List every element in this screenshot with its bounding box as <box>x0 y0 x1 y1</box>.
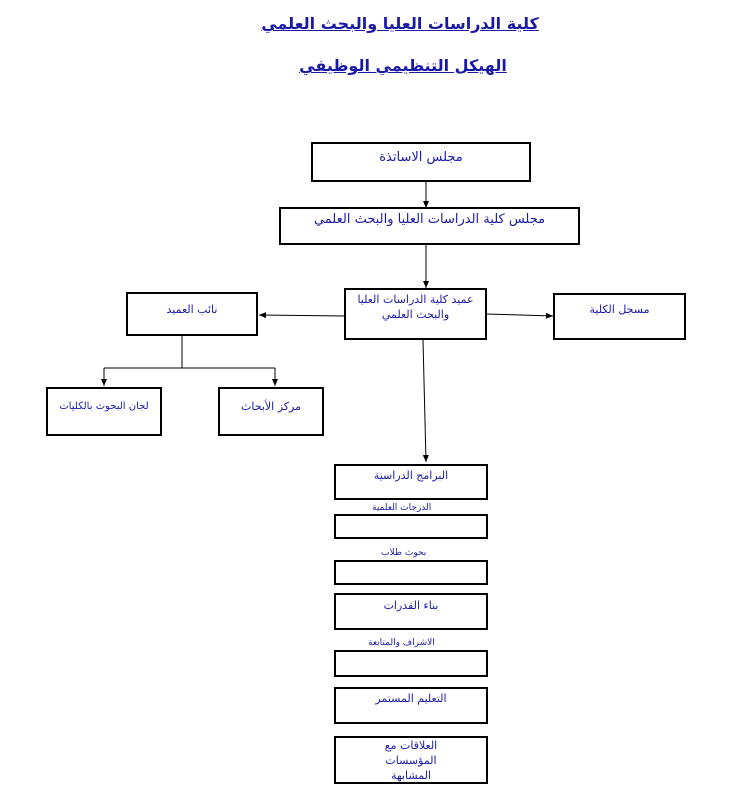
professors-council-label: مجلس الاساتذة <box>379 150 463 165</box>
supervision-label: الاشراف والمتابعة <box>368 638 435 648</box>
connector-dean-to-programs <box>422 339 429 463</box>
college-title: كلية الدراسات العليا والبحث العلمي <box>261 14 539 33</box>
research-center-label: مركز الأبحاث <box>241 400 301 413</box>
dean-box: عميد كلية الدراسات العليا والبحث العلمي <box>344 288 487 340</box>
dean-label: عميد كلية الدراسات العليا والبحث العلمي <box>357 293 474 321</box>
programs-label: البرامج الدراسية <box>373 469 449 482</box>
research-center-box: مركز الأبحاث <box>218 387 324 436</box>
research-committees-box: لجان البحوث بالكليات <box>46 387 162 436</box>
continuing-education-label: التعليم المستمر <box>375 692 447 705</box>
degrees-label: الدرجات العلمية <box>372 503 432 513</box>
capacity-building-label: بناء القدرات <box>383 599 439 612</box>
connector-dean-to-vice <box>258 312 345 319</box>
research-committees-label: لجان البحوث بالكليات <box>59 401 149 412</box>
supervision-box <box>334 650 488 677</box>
connector-dean-to-registrar <box>485 312 554 319</box>
college-council-label: مجلس كلية الدراسات العليا والبحث العلمي <box>313 212 546 227</box>
college-council-box: مجلس كلية الدراسات العليا والبحث العلمي <box>279 207 580 245</box>
relations-label: العلاقات مع المؤسسات المشابهة <box>384 739 438 782</box>
student-research-label: بحوث طلاب <box>381 548 427 558</box>
vice-dean-label: نائب العميد <box>166 303 218 316</box>
registrar-box: مسجل الكلية <box>553 293 686 340</box>
continuing-education-box: التعليم المستمر <box>334 687 488 724</box>
capacity-building-box: بناء القدرات <box>334 593 488 630</box>
relations-box: العلاقات مع المؤسسات المشابهة <box>334 736 488 784</box>
programs-box: البرامج الدراسية <box>334 464 488 500</box>
registrar-label: مسجل الكلية <box>589 303 650 316</box>
professors-council-box: مجلس الاساتذة <box>311 142 531 182</box>
vice-dean-box: نائب العميد <box>126 292 258 336</box>
structure-title: الهيكل التنظيمي الوظيفي <box>299 56 507 75</box>
student-research-box <box>334 560 488 585</box>
degrees-box <box>334 514 488 539</box>
